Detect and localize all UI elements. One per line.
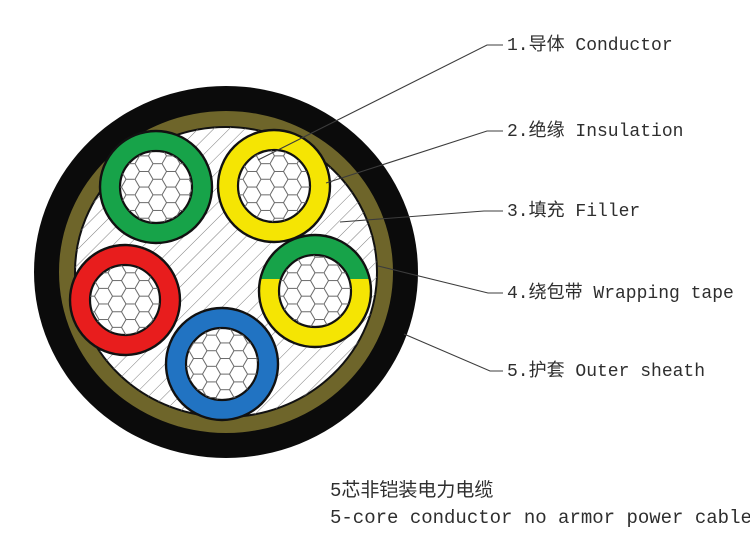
leader-line-wrapping-tape <box>377 265 503 294</box>
label-insulation: 2.绝缘 Insulation <box>507 120 683 142</box>
core-earth-green-yellow <box>257 233 373 349</box>
label-outer-sheath: 5.护套 Outer sheath <box>507 360 705 382</box>
label-conductor: 1.导体 Conductor <box>507 34 673 56</box>
core-red <box>68 243 182 357</box>
leader-line-outer-sheath <box>403 333 503 372</box>
cable-cross-section <box>34 86 418 458</box>
caption-line-english: 5-core conductor no armor power cable <box>330 507 750 529</box>
caption: 5芯非铠装电力电缆 5-core conductor no armor powe… <box>330 479 750 529</box>
leader-line-filler <box>339 210 503 223</box>
leader-line-insulation <box>325 130 503 184</box>
core-blue <box>164 306 280 422</box>
leader-line-conductor <box>257 44 503 161</box>
leader-lines <box>257 44 503 372</box>
core-yellow <box>216 128 332 244</box>
label-wrapping-tape: 4.绕包带 Wrapping tape <box>507 282 734 304</box>
label-filler: 3.填充 Filler <box>507 200 640 222</box>
labels: 1.导体 Conductor 2.绝缘 Insulation 3.填充 Fill… <box>507 34 734 382</box>
caption-line-chinese: 5芯非铠装电力电缆 <box>330 479 493 502</box>
core-green <box>98 129 214 245</box>
